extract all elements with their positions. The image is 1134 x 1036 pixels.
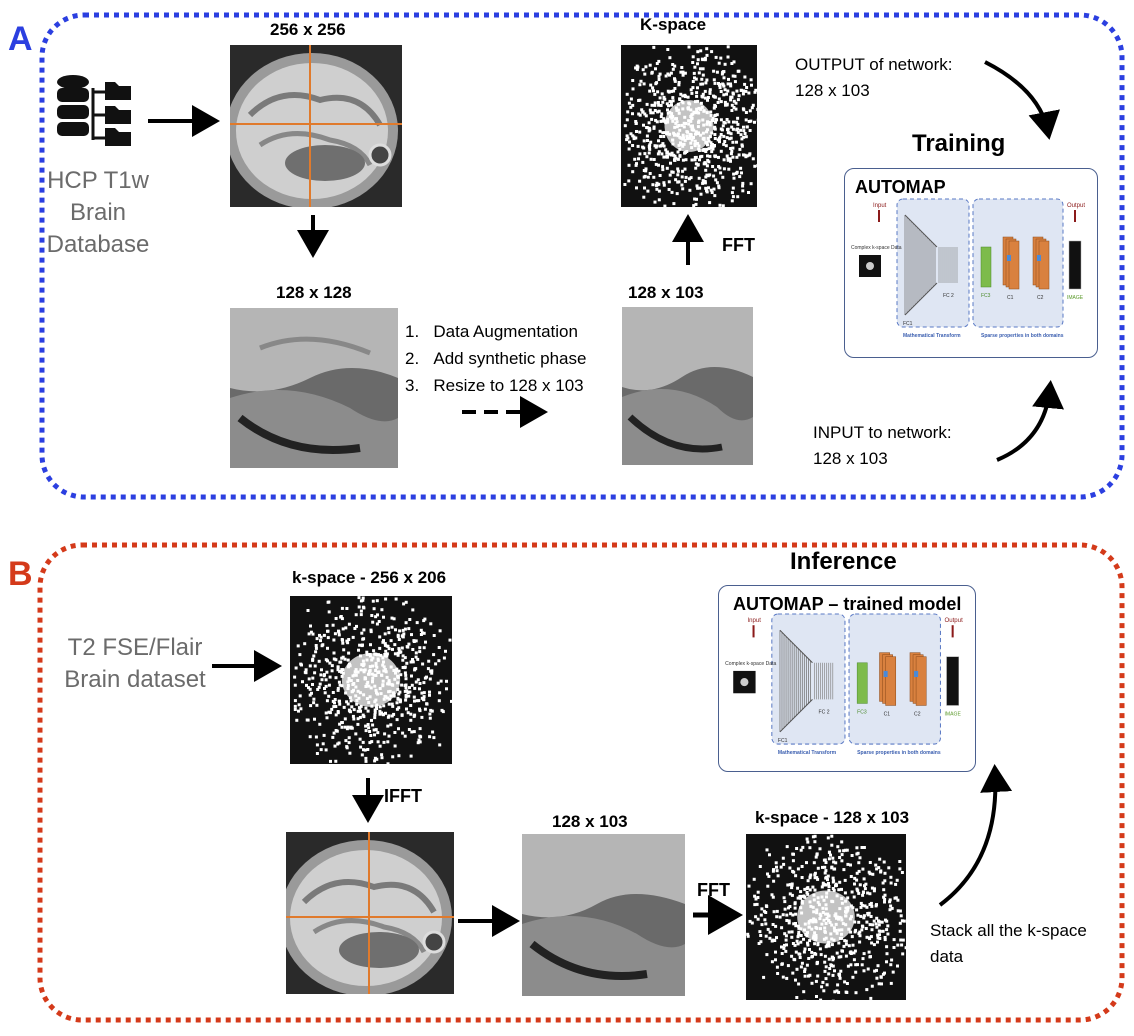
svg-text:C1: C1 [1007,295,1014,301]
label-kspace-256: k-space - 256 x 206 [292,568,447,587]
svg-text:C2: C2 [914,712,921,718]
database-label-line-1: HCP T1w [47,167,149,194]
input-label-line-1: INPUT to network: [813,423,952,442]
svg-text:Sparse properties in both doma: Sparse properties in both domains [857,750,941,756]
panel-a-letter: A [8,20,33,58]
database-label-line-2: Brain [69,199,127,226]
stack-label-line-1: Stack all the k-space [930,921,1087,940]
svg-text:IMAGE: IMAGE [945,712,962,718]
database-icon [57,75,131,146]
svg-text:FC1: FC1 [778,738,788,744]
dataset-label-line-1: T2 FSE/Flair [67,634,203,661]
fft-label-a: FFT [722,235,755,255]
panel-b-border [37,542,1125,1023]
ifft-label: IFFT [384,786,422,806]
svg-text:Complex k-space Data: Complex k-space Data [851,245,902,251]
svg-text:Input: Input [873,203,887,209]
training-heading: Training [912,130,1006,157]
label-128x128: 128 x 128 [276,283,352,302]
fft-label-b: FFT [697,880,730,900]
step-1: 1. Data Augmentation [405,322,578,341]
inference-heading: Inference [790,548,897,575]
label-kspace-a: K-space [640,15,707,34]
svg-text:Output: Output [945,617,964,624]
svg-text:Output: Output [1067,203,1085,209]
processing-steps: 1. Data Augmentation 2. Add synthetic ph… [405,318,586,399]
database-label-line-3: Database [46,231,150,258]
svg-text:Sparse properties in both doma: Sparse properties in both domains [981,333,1064,339]
svg-text:Mathematical Transform: Mathematical Transform [778,750,837,756]
svg-text:FC3: FC3 [857,710,867,716]
svg-text:IMAGE: IMAGE [1067,295,1084,301]
svg-text:FC 2: FC 2 [943,293,954,299]
label-128x103-a: 128 x 103 [628,283,704,302]
panel-a-border [39,12,1125,500]
stack-label-line-2: data [930,947,964,966]
input-label: INPUT to network: 128 x 103 [813,420,952,472]
svg-text:FC3: FC3 [981,293,991,299]
brain-image-128x103-a [622,307,753,465]
output-label-line-2: 128 x 103 [795,81,870,100]
dataset-label-line-2: Brain dataset [64,666,206,693]
svg-text:FC1: FC1 [903,321,913,327]
kspace-image-128 [746,834,906,1000]
input-label-line-2: 128 x 103 [813,449,888,468]
brain-image-b [286,832,454,994]
label-128x103-b: 128 x 103 [552,812,628,831]
svg-text:Input: Input [747,617,761,624]
automap-title: AUTOMAP [855,177,946,197]
dataset-label: T2 FSE/Flair Brain dataset [50,632,220,696]
svg-text:FC 2: FC 2 [819,710,830,716]
output-label: OUTPUT of network: 128 x 103 [795,52,952,104]
brain-image-128 [230,308,398,468]
stack-label: Stack all the k-space data [930,918,1087,970]
brain-image-256 [230,45,402,207]
kspace-image-256 [290,596,452,764]
svg-text:Mathematical Transform: Mathematical Transform [903,333,961,339]
panel-b-letter: B [8,555,33,593]
label-256x256: 256 x 256 [270,20,346,39]
database-label: HCP T1w Brain Database [38,165,158,261]
svg-text:C1: C1 [884,712,891,718]
svg-text:Complex k-space Data: Complex k-space Data [725,661,776,667]
label-kspace-128: k-space - 128 x 103 [755,808,910,827]
brain-image-128x103-b [522,834,685,996]
arrow-input-curve [996,380,1065,462]
step-3-text: Resize to 128 x 103 [433,376,584,395]
arrow-stack-curve [938,764,1013,907]
step-2-text: Add synthetic phase [433,349,587,368]
automap-trained-title: AUTOMAP – trained model [733,594,962,614]
kspace-image-a [621,45,757,207]
step-3: 3. Resize to 128 x 103 [405,376,584,395]
svg-text:C2: C2 [1037,295,1044,301]
step-2: 2. Add synthetic phase [405,349,587,368]
output-label-line-1: OUTPUT of network: [795,55,953,74]
arrow-output-curve [984,60,1060,140]
step-1-text: Data Augmentation [433,322,578,341]
